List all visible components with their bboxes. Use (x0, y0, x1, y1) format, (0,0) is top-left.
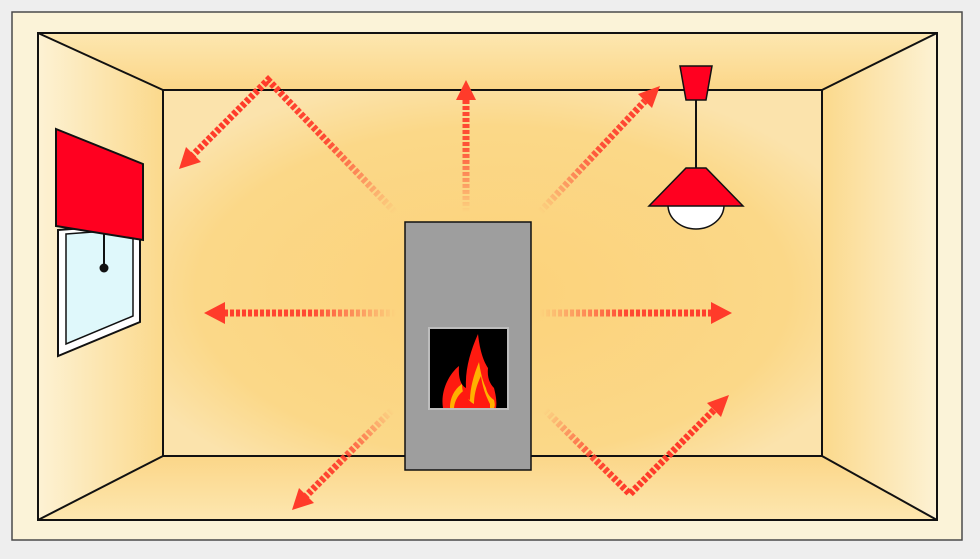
floor (38, 456, 937, 520)
heat-arrows (179, 75, 732, 510)
roller-blind (55, 127, 144, 242)
heat-arrow-left (204, 302, 396, 324)
heat-arrow-up (456, 80, 476, 212)
heat-arrow-down-right (542, 395, 729, 499)
heat-arrow-up-left (179, 75, 398, 215)
ceiling-mount (679, 65, 713, 101)
heat-arrow-down-left (292, 407, 395, 510)
stove (404, 221, 532, 471)
pendant-lamp (647, 65, 745, 230)
light-bulb (667, 204, 725, 230)
heat-arrow-right (540, 302, 732, 324)
right-wall (822, 33, 937, 520)
lamp-shade (647, 167, 745, 207)
window (55, 127, 144, 358)
ceiling (38, 33, 937, 90)
flame-core-icon (454, 376, 490, 408)
heat-arrow-up-right (537, 86, 660, 215)
blind-cord-knob (99, 263, 109, 273)
